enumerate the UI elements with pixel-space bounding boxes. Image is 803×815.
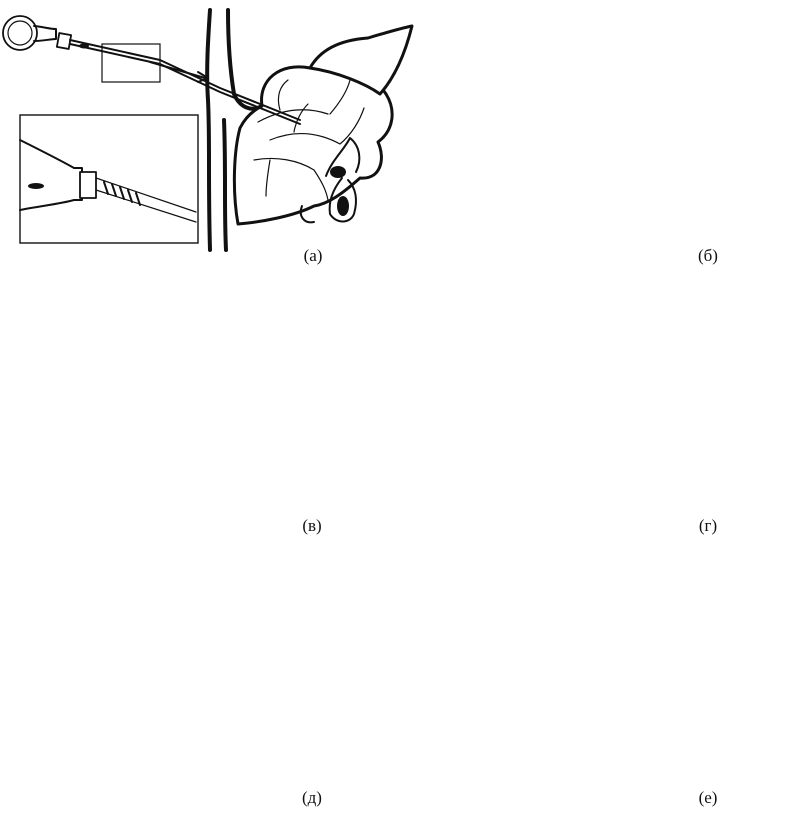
panel-label-a: (а): [303, 246, 323, 265]
panel-label-f: (е): [698, 788, 718, 807]
panel-label-b: (б): [698, 246, 718, 265]
panel-label-e: (д): [302, 788, 322, 807]
panel-label-d: (г): [698, 516, 718, 535]
panel-a-illustration: [2, 8, 414, 252]
panel-label-c: (в): [302, 516, 322, 535]
